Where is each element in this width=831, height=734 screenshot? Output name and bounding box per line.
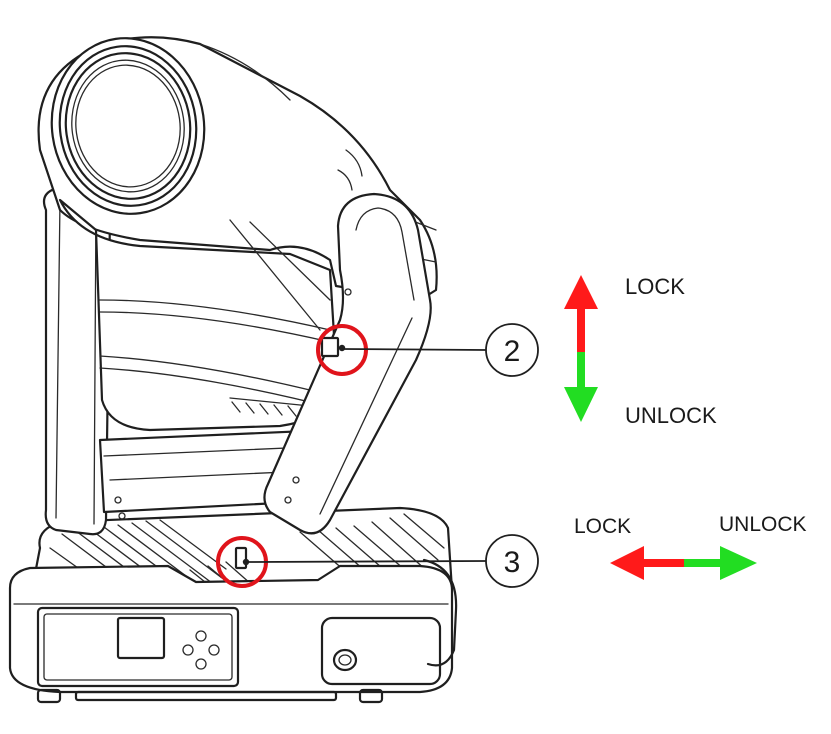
callout-3-number: 3 [504, 546, 521, 579]
tilt-unlock-arrow-shaft [577, 352, 585, 388]
fixture-base [8, 506, 458, 704]
callout-2-number: 2 [504, 335, 521, 368]
fixture-head [37, 36, 438, 432]
vertical-double-arrow-icon [564, 275, 598, 422]
pan-unlock-arrow-shaft [684, 559, 721, 567]
horizontal-double-arrow-icon [610, 546, 757, 580]
pan-lock-latch [234, 546, 250, 570]
yoke-left-arm [42, 188, 112, 536]
pan-lock-label: LOCK [574, 515, 631, 538]
yoke-right-arm [263, 192, 432, 535]
tilt-lock-label: LOCK [625, 274, 685, 299]
tilt-unlock-label: UNLOCK [625, 403, 717, 428]
tilt-lock-latch [320, 336, 346, 358]
pan-unlock-label: UNLOCK [719, 513, 807, 536]
callout-3-leader-line [245, 560, 487, 563]
callout-3: 3 [485, 534, 539, 588]
tilt-lock-arrow-shaft [577, 308, 585, 352]
pan-lock-arrowhead [610, 546, 644, 580]
tilt-lock-arrowhead [564, 275, 598, 309]
tilt-unlock-arrowhead [564, 387, 598, 422]
pan-unlock-arrowhead [720, 546, 757, 580]
pan-lock-arrow-shaft [643, 559, 684, 567]
callout-2-leader-line [341, 348, 487, 351]
control-buttons [182, 630, 220, 670]
moving-head-fixture-drawing [8, 36, 458, 704]
callout-2: 2 [485, 323, 539, 377]
